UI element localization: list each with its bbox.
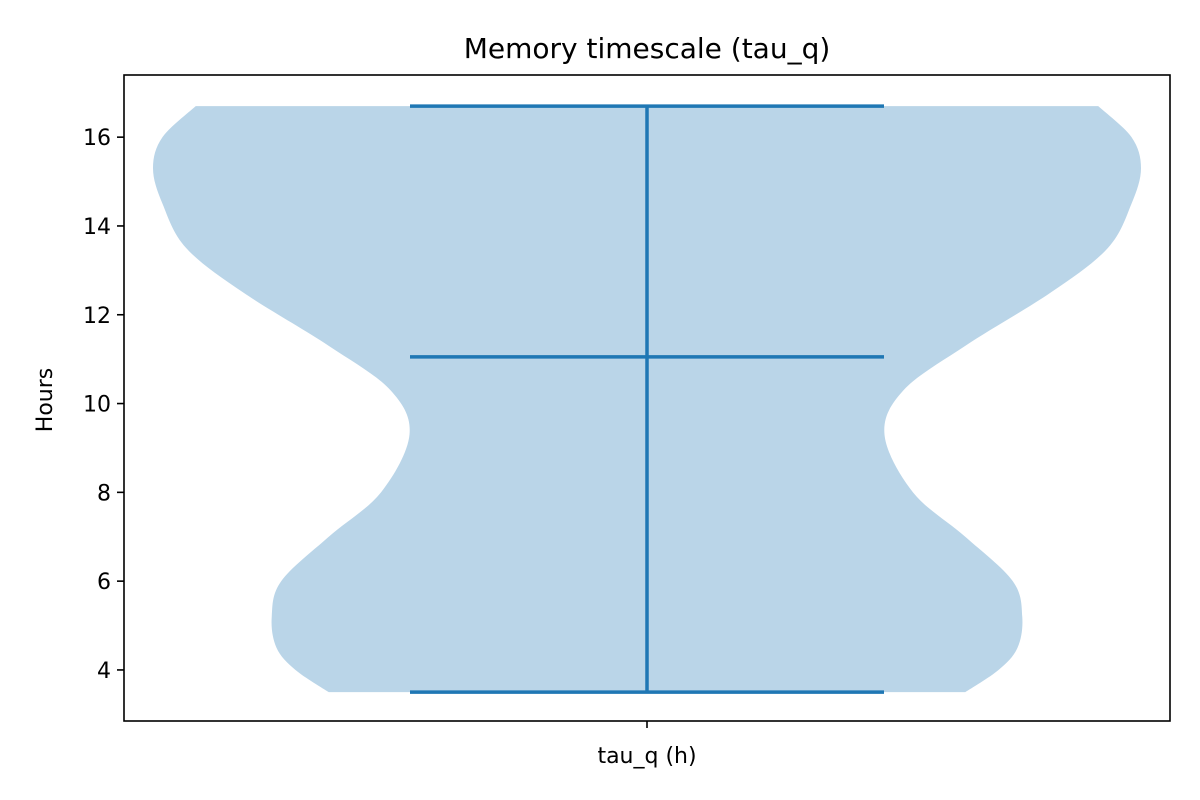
y-tick-label: 8 [97, 481, 111, 506]
plot-area [123, 74, 1171, 722]
x-tick-label: tau_q (h) [597, 744, 696, 769]
x-axis: tau_q (h) [597, 721, 697, 769]
y-tick-label: 16 [83, 126, 111, 151]
y-tick-label: 12 [83, 304, 111, 329]
y-tick-label: 4 [97, 659, 111, 684]
y-tick-label: 10 [83, 393, 111, 418]
y-tick-label: 14 [83, 215, 111, 240]
y-axis: 4 6 8 10 12 14 16 [83, 126, 124, 684]
chart-title: Memory timescale (tau_q) [464, 32, 831, 65]
y-tick-label: 6 [97, 570, 111, 595]
y-axis-label: Hours [33, 368, 58, 432]
